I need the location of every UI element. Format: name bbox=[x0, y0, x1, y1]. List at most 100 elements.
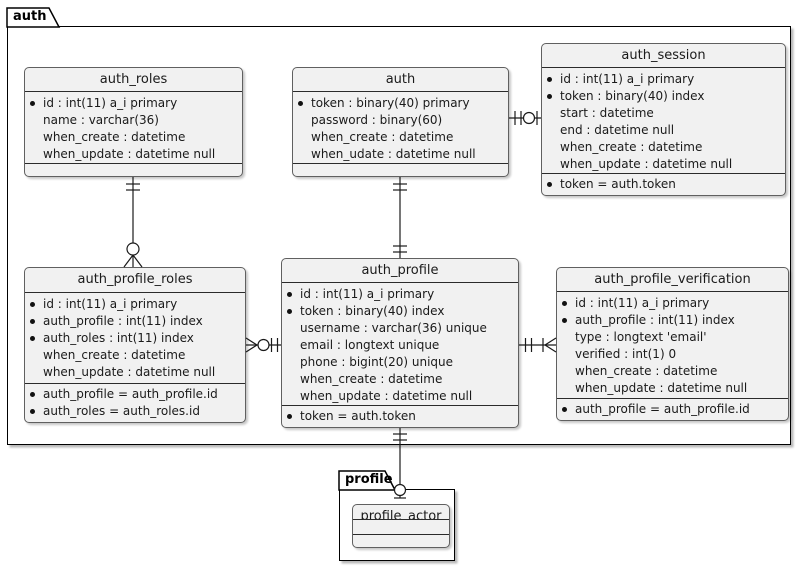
key-bullet-icon bbox=[562, 406, 575, 412]
row-text: name : varchar(36) bbox=[43, 113, 159, 128]
package-profile-label: profile bbox=[345, 472, 393, 487]
entity-row: token : binary(40) index bbox=[287, 303, 513, 320]
entity-constraints bbox=[353, 534, 449, 547]
row-text: when_create : datetime bbox=[43, 130, 186, 145]
entity-row: id : int(11) a_i primary bbox=[30, 296, 240, 313]
row-text: verified : int(1) 0 bbox=[575, 347, 677, 362]
row-text: auth_profile : int(11) index bbox=[575, 313, 735, 328]
entity-row: when_update : datetime null bbox=[562, 380, 783, 397]
entity-row: password : binary(60) bbox=[298, 112, 503, 129]
row-text: auth_roles : int(11) index bbox=[43, 330, 194, 345]
entity-row: when_update : datetime null bbox=[30, 146, 237, 163]
entity-row: token = auth.token bbox=[287, 408, 513, 425]
row-text: when_create : datetime bbox=[43, 347, 186, 362]
entity-attributes: id : int(11) a_i primary name : varchar(3… bbox=[25, 92, 242, 163]
entity-row: id : int(11) a_i primary bbox=[30, 95, 237, 112]
key-bullet-icon bbox=[547, 181, 560, 187]
entity-row: auth_profile : int(11) index bbox=[562, 312, 783, 329]
row-text: auth_profile = auth_profile.id bbox=[575, 401, 750, 416]
entity-row: id : int(11) a_i primary bbox=[547, 71, 780, 88]
key-bullet-icon bbox=[287, 309, 300, 315]
entity-constraints: token = auth.token bbox=[542, 172, 785, 195]
entity-auth-roles: auth_roles id : int(11) a_i primary name … bbox=[24, 67, 243, 177]
row-text: token : binary(40) index bbox=[300, 304, 445, 319]
entity-auth-profile-verification: auth_profile_verification id : int(11) a… bbox=[556, 267, 789, 421]
key-bullet-icon bbox=[298, 101, 311, 107]
entity-row: id : int(11) a_i primary bbox=[562, 295, 783, 312]
entity-row: token = auth.token bbox=[547, 176, 780, 193]
row-text: when_update : datetime null bbox=[43, 147, 216, 162]
row-text: type : longtext 'email' bbox=[575, 330, 707, 345]
row-text: id : int(11) a_i primary bbox=[575, 296, 710, 311]
row-text: auth_roles = auth_roles.id bbox=[43, 403, 200, 418]
key-bullet-icon bbox=[562, 301, 575, 307]
row-text: when_update : datetime null bbox=[300, 389, 473, 404]
key-bullet-icon bbox=[547, 77, 560, 83]
row-text: id : int(11) a_i primary bbox=[43, 296, 178, 311]
entity-title: auth_profile_roles bbox=[25, 268, 245, 293]
entity-row: auth_profile = auth_profile.id bbox=[30, 386, 240, 403]
entity-constraints bbox=[25, 163, 242, 176]
entity-row: auth_roles = auth_roles.id bbox=[30, 403, 240, 420]
row-text: token = auth.token bbox=[300, 408, 416, 423]
row-text: end : datetime null bbox=[560, 123, 675, 138]
entity-row: when_create : datetime bbox=[298, 129, 503, 146]
entity-row: start : datetime bbox=[547, 105, 780, 122]
entity-row: auth_profile : int(11) index bbox=[30, 313, 240, 330]
entity-title: auth_roles bbox=[25, 68, 242, 93]
entity-constraints: token = auth.token bbox=[282, 404, 518, 427]
key-bullet-icon bbox=[30, 335, 43, 341]
row-text: password : binary(60) bbox=[311, 113, 443, 128]
entity-row: id : int(11) a_i primary bbox=[287, 286, 513, 303]
folder-tab-shape bbox=[6, 7, 61, 28]
key-bullet-icon bbox=[30, 101, 43, 107]
entity-row: when_create : datetime bbox=[547, 139, 780, 156]
key-bullet-icon bbox=[562, 318, 575, 324]
entity-attributes: token : binary(40) primary password : bin… bbox=[293, 92, 508, 163]
key-bullet-icon bbox=[287, 413, 300, 419]
folder-tab-shape bbox=[338, 470, 397, 491]
row-text: when_create : datetime bbox=[575, 364, 718, 379]
entity-profile-actor: profile_actor bbox=[352, 504, 450, 548]
entity-row: when_update : datetime null bbox=[30, 364, 240, 381]
entity-attributes: id : int(11) a_i primary auth_profile : i… bbox=[25, 293, 245, 383]
entity-attributes: id : int(11) a_i primary auth_profile : i… bbox=[557, 292, 788, 397]
entity-row: email : longtext unique bbox=[287, 337, 513, 354]
entity-row: end : datetime null bbox=[547, 122, 780, 139]
entity-row: when_update : datetime null bbox=[287, 388, 513, 405]
entity-row: phone : bigint(20) unique bbox=[287, 354, 513, 371]
row-text: when_create : datetime bbox=[311, 130, 454, 145]
row-text: token : binary(40) index bbox=[560, 89, 705, 104]
row-text: when_update : datetime null bbox=[575, 381, 748, 396]
row-text: when_create : datetime bbox=[300, 372, 443, 387]
package-auth-tab: auth bbox=[6, 7, 64, 28]
row-text: when_update : datetime null bbox=[43, 364, 216, 379]
entity-row: auth_profile = auth_profile.id bbox=[562, 401, 783, 418]
entity-row: type : longtext 'email' bbox=[562, 329, 783, 346]
entity-row: token : binary(40) index bbox=[547, 88, 780, 105]
entity-constraints: auth_profile = auth_profile.id bbox=[557, 397, 788, 420]
entity-row: when_create : datetime bbox=[287, 371, 513, 388]
key-bullet-icon bbox=[30, 408, 43, 414]
entity-attributes bbox=[353, 520, 449, 534]
entity-auth-profile-roles: auth_profile_roles id : int(11) a_i prim… bbox=[24, 267, 246, 423]
entity-title: auth_profile_verification bbox=[557, 268, 788, 293]
row-text: id : int(11) a_i primary bbox=[43, 96, 178, 111]
row-text: token : binary(40) primary bbox=[311, 96, 470, 111]
key-bullet-icon bbox=[287, 292, 300, 298]
key-bullet-icon bbox=[30, 301, 43, 307]
entity-constraints bbox=[293, 163, 508, 176]
row-text: start : datetime bbox=[560, 106, 654, 121]
entity-row: when_create : datetime bbox=[30, 129, 237, 146]
key-bullet-icon bbox=[30, 318, 43, 324]
entity-row: when_create : datetime bbox=[30, 347, 240, 364]
package-profile-tab: profile bbox=[338, 470, 400, 491]
key-bullet-icon bbox=[30, 391, 43, 397]
entity-row: verified : int(1) 0 bbox=[562, 346, 783, 363]
row-text: auth_profile : int(11) index bbox=[43, 313, 203, 328]
